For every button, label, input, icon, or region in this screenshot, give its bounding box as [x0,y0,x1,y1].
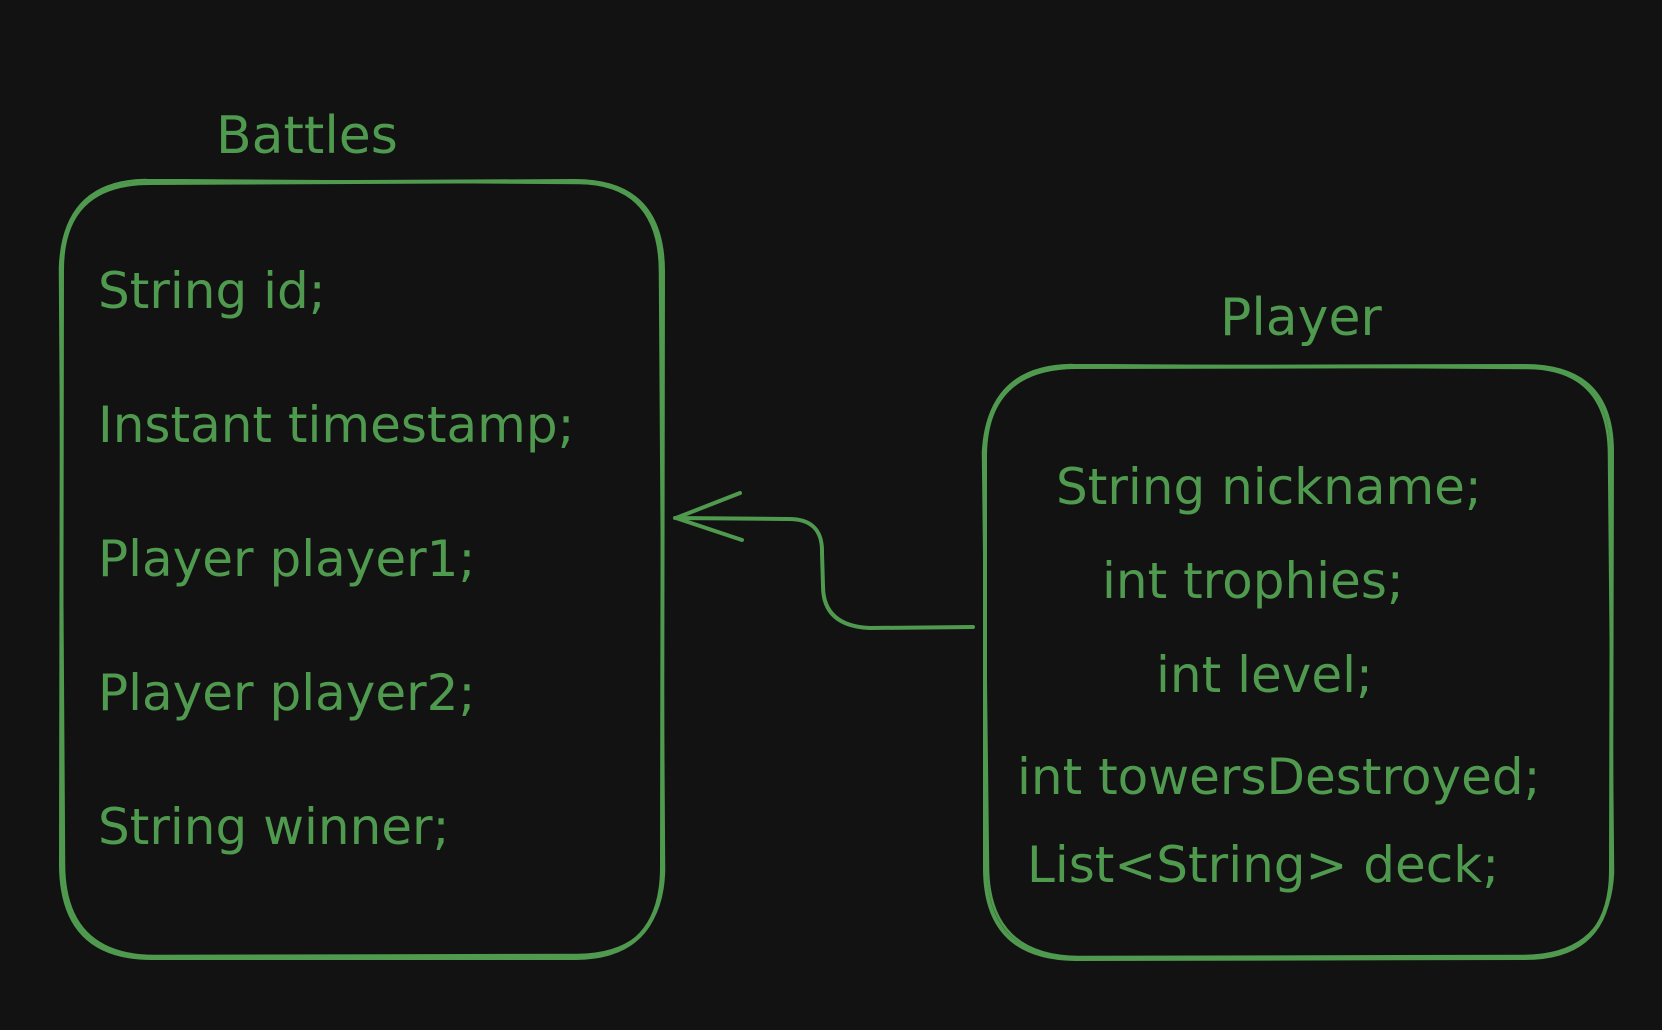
connector-line [673,516,975,630]
battles-field-timestamp: Instant timestamp; [98,396,575,454]
player-field-nickname: String nickname; [1056,458,1482,516]
player-field-towers-destroyed: int towersDestroyed; [1017,748,1541,806]
battles-field-winner: String winner; [98,798,450,856]
player-box [983,364,1614,961]
player-field-deck: List<String> deck; [1027,836,1500,894]
player-box-sketch-stroke [981,363,1615,959]
battles-box-sketch-stroke [58,178,666,958]
player-title: Player [1220,288,1382,348]
battles-field-player2: Player player2; [98,664,476,722]
arrowhead [674,491,744,542]
player-field-level: int level; [1156,646,1373,704]
battles-box [59,179,665,960]
player-field-trophies: int trophies; [1102,552,1404,610]
battles-field-id: String id; [98,262,326,320]
battles-field-player1: Player player1; [98,530,476,588]
battles-title: Battles [216,106,398,166]
